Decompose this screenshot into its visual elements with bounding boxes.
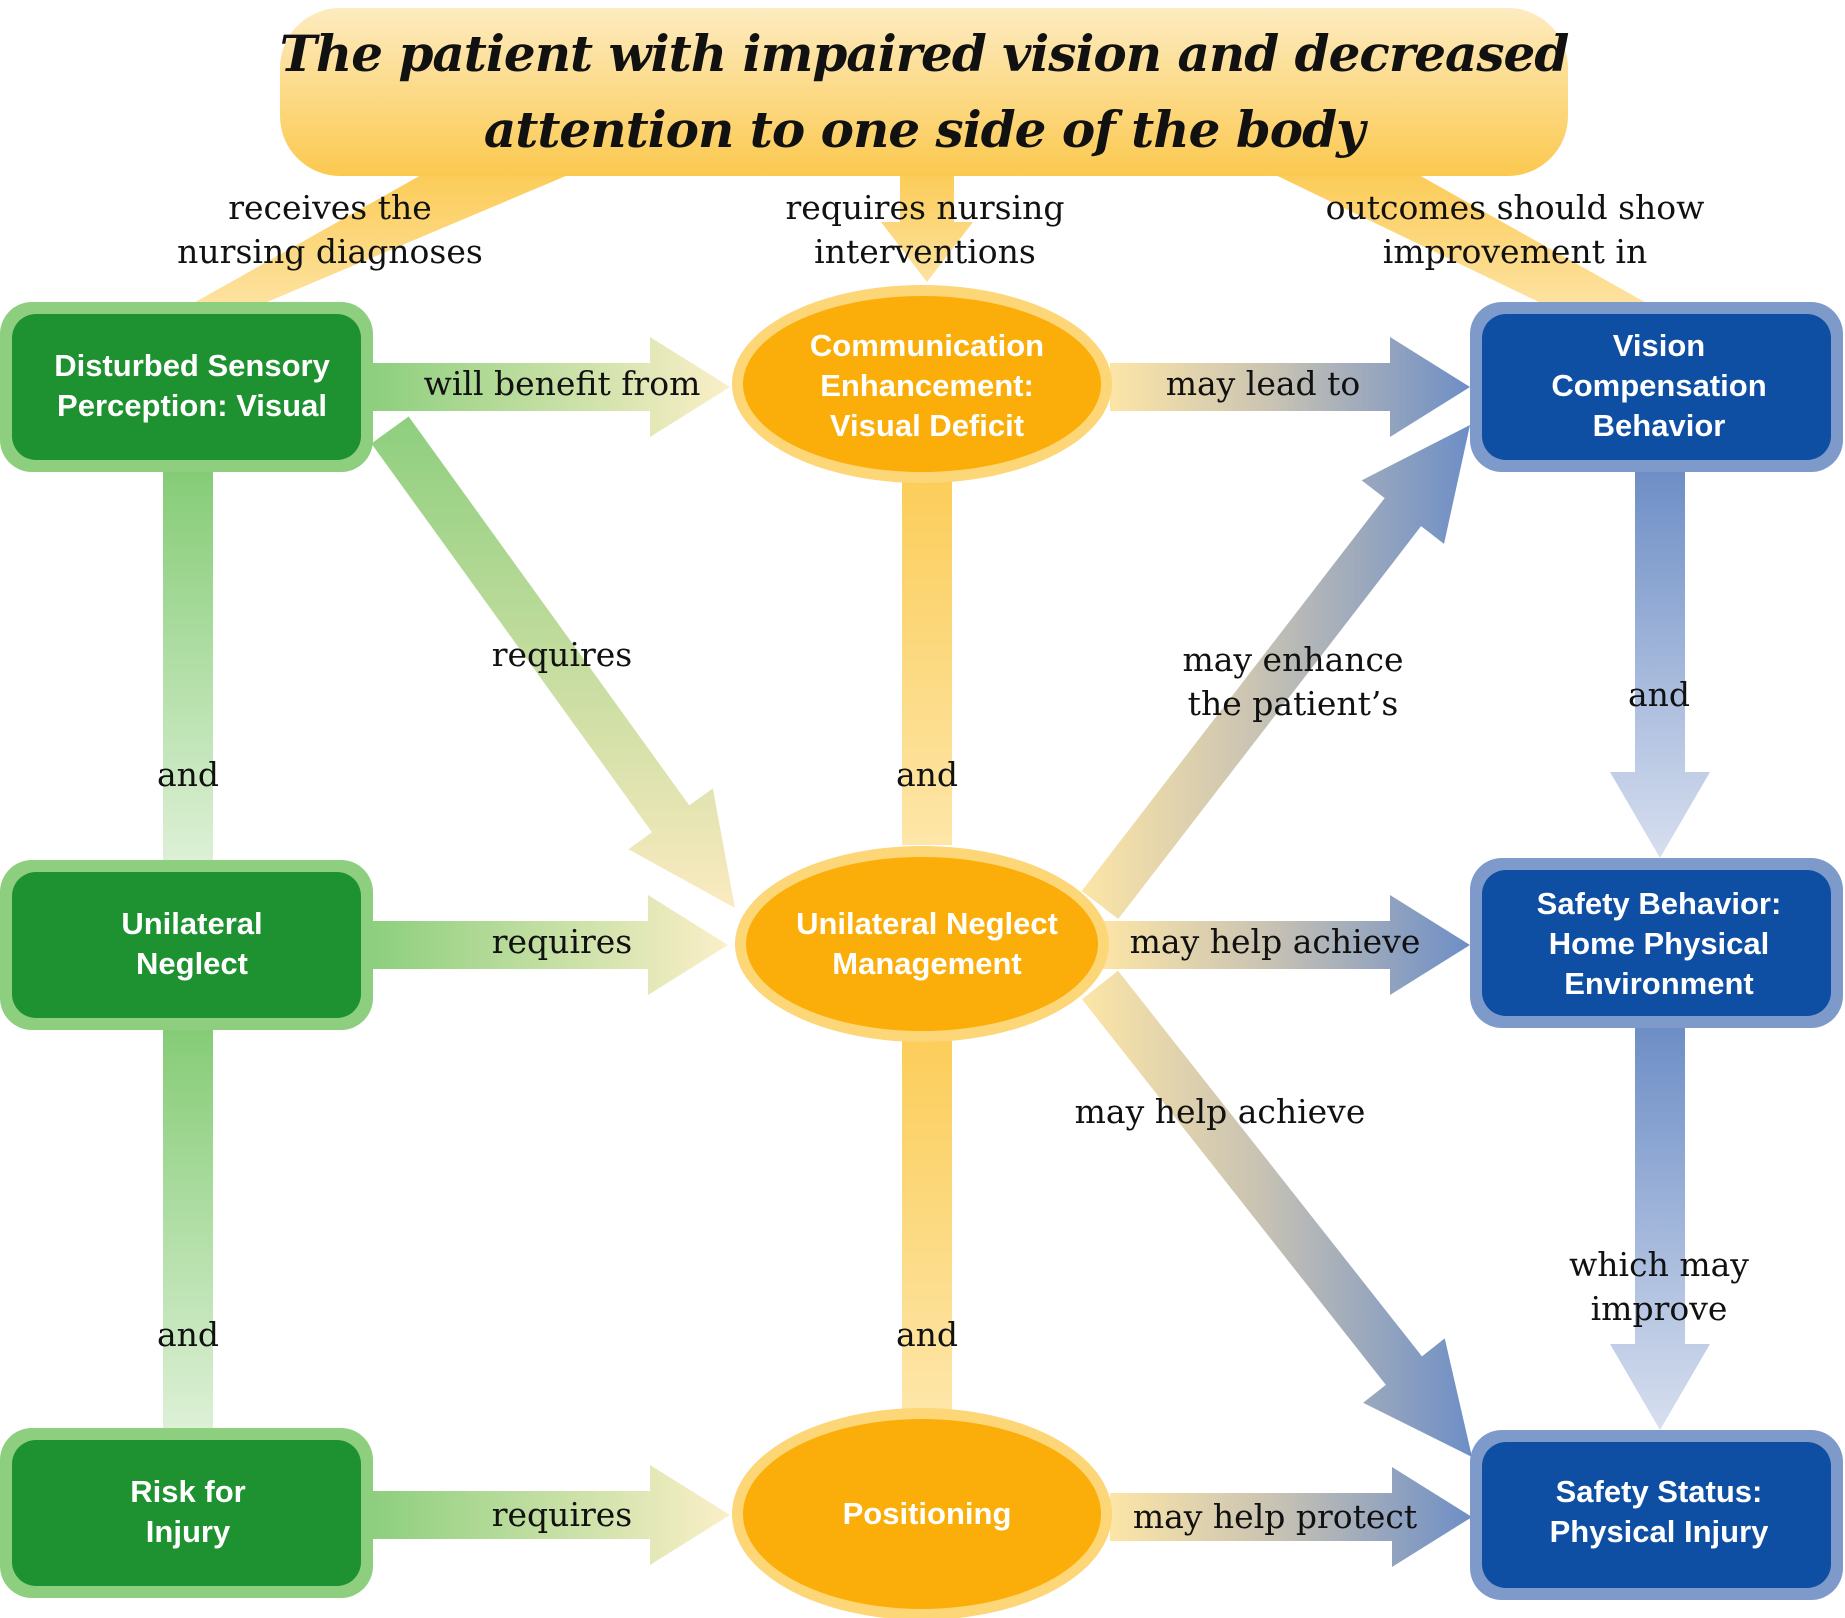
arrow-d1-i2 bbox=[371, 416, 735, 908]
node-unilateral-neglect[interactable]: Unilateral Neglect bbox=[121, 906, 263, 981]
link-label-i1-o1: may lead to bbox=[1165, 364, 1361, 403]
connector-d2-d3 bbox=[163, 1028, 213, 1430]
outcome-box-2 bbox=[1482, 870, 1831, 1016]
connector-i2-i3 bbox=[902, 1040, 952, 1410]
title-banner bbox=[280, 8, 1568, 176]
diagnosis-box-3 bbox=[12, 1440, 361, 1586]
link-label-d1-i2: requires bbox=[491, 635, 633, 674]
link-label-i2-o1: may enhance the patient’s bbox=[1182, 640, 1404, 723]
node-safety-status-injury[interactable]: Safety Status: Physical Injury bbox=[1549, 1474, 1769, 1549]
connector-i1-i2 bbox=[902, 480, 952, 845]
header-diagnoses: receives the nursing diagnoses bbox=[177, 188, 483, 271]
intervention-ellipse-1 bbox=[743, 296, 1101, 472]
link-label-i2-i3: and bbox=[895, 1315, 959, 1354]
diagnosis-box-1 bbox=[12, 314, 361, 460]
link-label-i1-i2: and bbox=[895, 755, 959, 794]
diagnosis-box-2 bbox=[12, 872, 361, 1018]
arrow-i1-o1 bbox=[1110, 337, 1470, 437]
arrow-o2-o3 bbox=[1610, 1028, 1710, 1430]
intervention-ellipse-2 bbox=[746, 857, 1098, 1031]
arrow-o1-o2 bbox=[1610, 470, 1710, 858]
link-label-d1-i1: will benefit from bbox=[423, 364, 701, 403]
node-communication-enhancement[interactable]: Communication Enhancement: Visual Defici… bbox=[809, 328, 1045, 443]
outcome-box-1 bbox=[1482, 314, 1831, 460]
node-vision-compensation-behavior[interactable]: Vision Compensation Behavior bbox=[1551, 328, 1767, 443]
arrow-i3-o3 bbox=[1110, 1467, 1472, 1567]
arrow-d2-i2 bbox=[372, 895, 728, 995]
node-unilateral-neglect-management[interactable]: Unilateral Neglect Management bbox=[796, 906, 1058, 981]
link-label-d2-i2: requires bbox=[491, 922, 633, 961]
header-interventions: requires nursing interventions bbox=[785, 188, 1065, 271]
link-label-d1-d2: and bbox=[156, 755, 220, 794]
link-label-i3-o3: may help protect bbox=[1132, 1497, 1418, 1536]
banner-arrow-interventions bbox=[881, 170, 973, 282]
banner-title: The patient with impaired vision and dec… bbox=[279, 24, 1570, 159]
node-safety-behavior-home[interactable]: Safety Behavior: Home Physical Environme… bbox=[1536, 886, 1782, 1001]
arrow-i2-o2 bbox=[1100, 895, 1470, 995]
link-label-i2-o3: may help achieve bbox=[1074, 1092, 1366, 1131]
link-label-o1-o2: and bbox=[1627, 675, 1691, 714]
banner-tail-outcomes bbox=[1265, 170, 1650, 305]
header-outcomes: outcomes should show improvement in bbox=[1325, 188, 1705, 271]
link-label-o2-o3: which may improve bbox=[1569, 1245, 1749, 1328]
arrow-d1-i1 bbox=[372, 337, 730, 437]
arrow-i2-o3 bbox=[1081, 970, 1472, 1457]
connector-d1-d2 bbox=[163, 470, 213, 862]
link-label-i2-o2: may help achieve bbox=[1129, 922, 1421, 961]
node-positioning[interactable]: Positioning bbox=[842, 1496, 1012, 1531]
node-risk-for-injury[interactable]: Risk for Injury bbox=[130, 1474, 246, 1549]
link-label-d3-i3: requires bbox=[491, 1495, 633, 1534]
banner-tail-diagnoses bbox=[190, 170, 580, 305]
arrow-d3-i3 bbox=[372, 1465, 730, 1565]
link-label-d2-d3: and bbox=[156, 1315, 220, 1354]
node-disturbed-sensory-perception[interactable]: Disturbed Sensory Perception: Visual bbox=[54, 348, 330, 423]
outcome-box-3 bbox=[1482, 1442, 1831, 1588]
arrow-i2-o1 bbox=[1081, 425, 1470, 920]
intervention-ellipse-3 bbox=[743, 1419, 1101, 1609]
